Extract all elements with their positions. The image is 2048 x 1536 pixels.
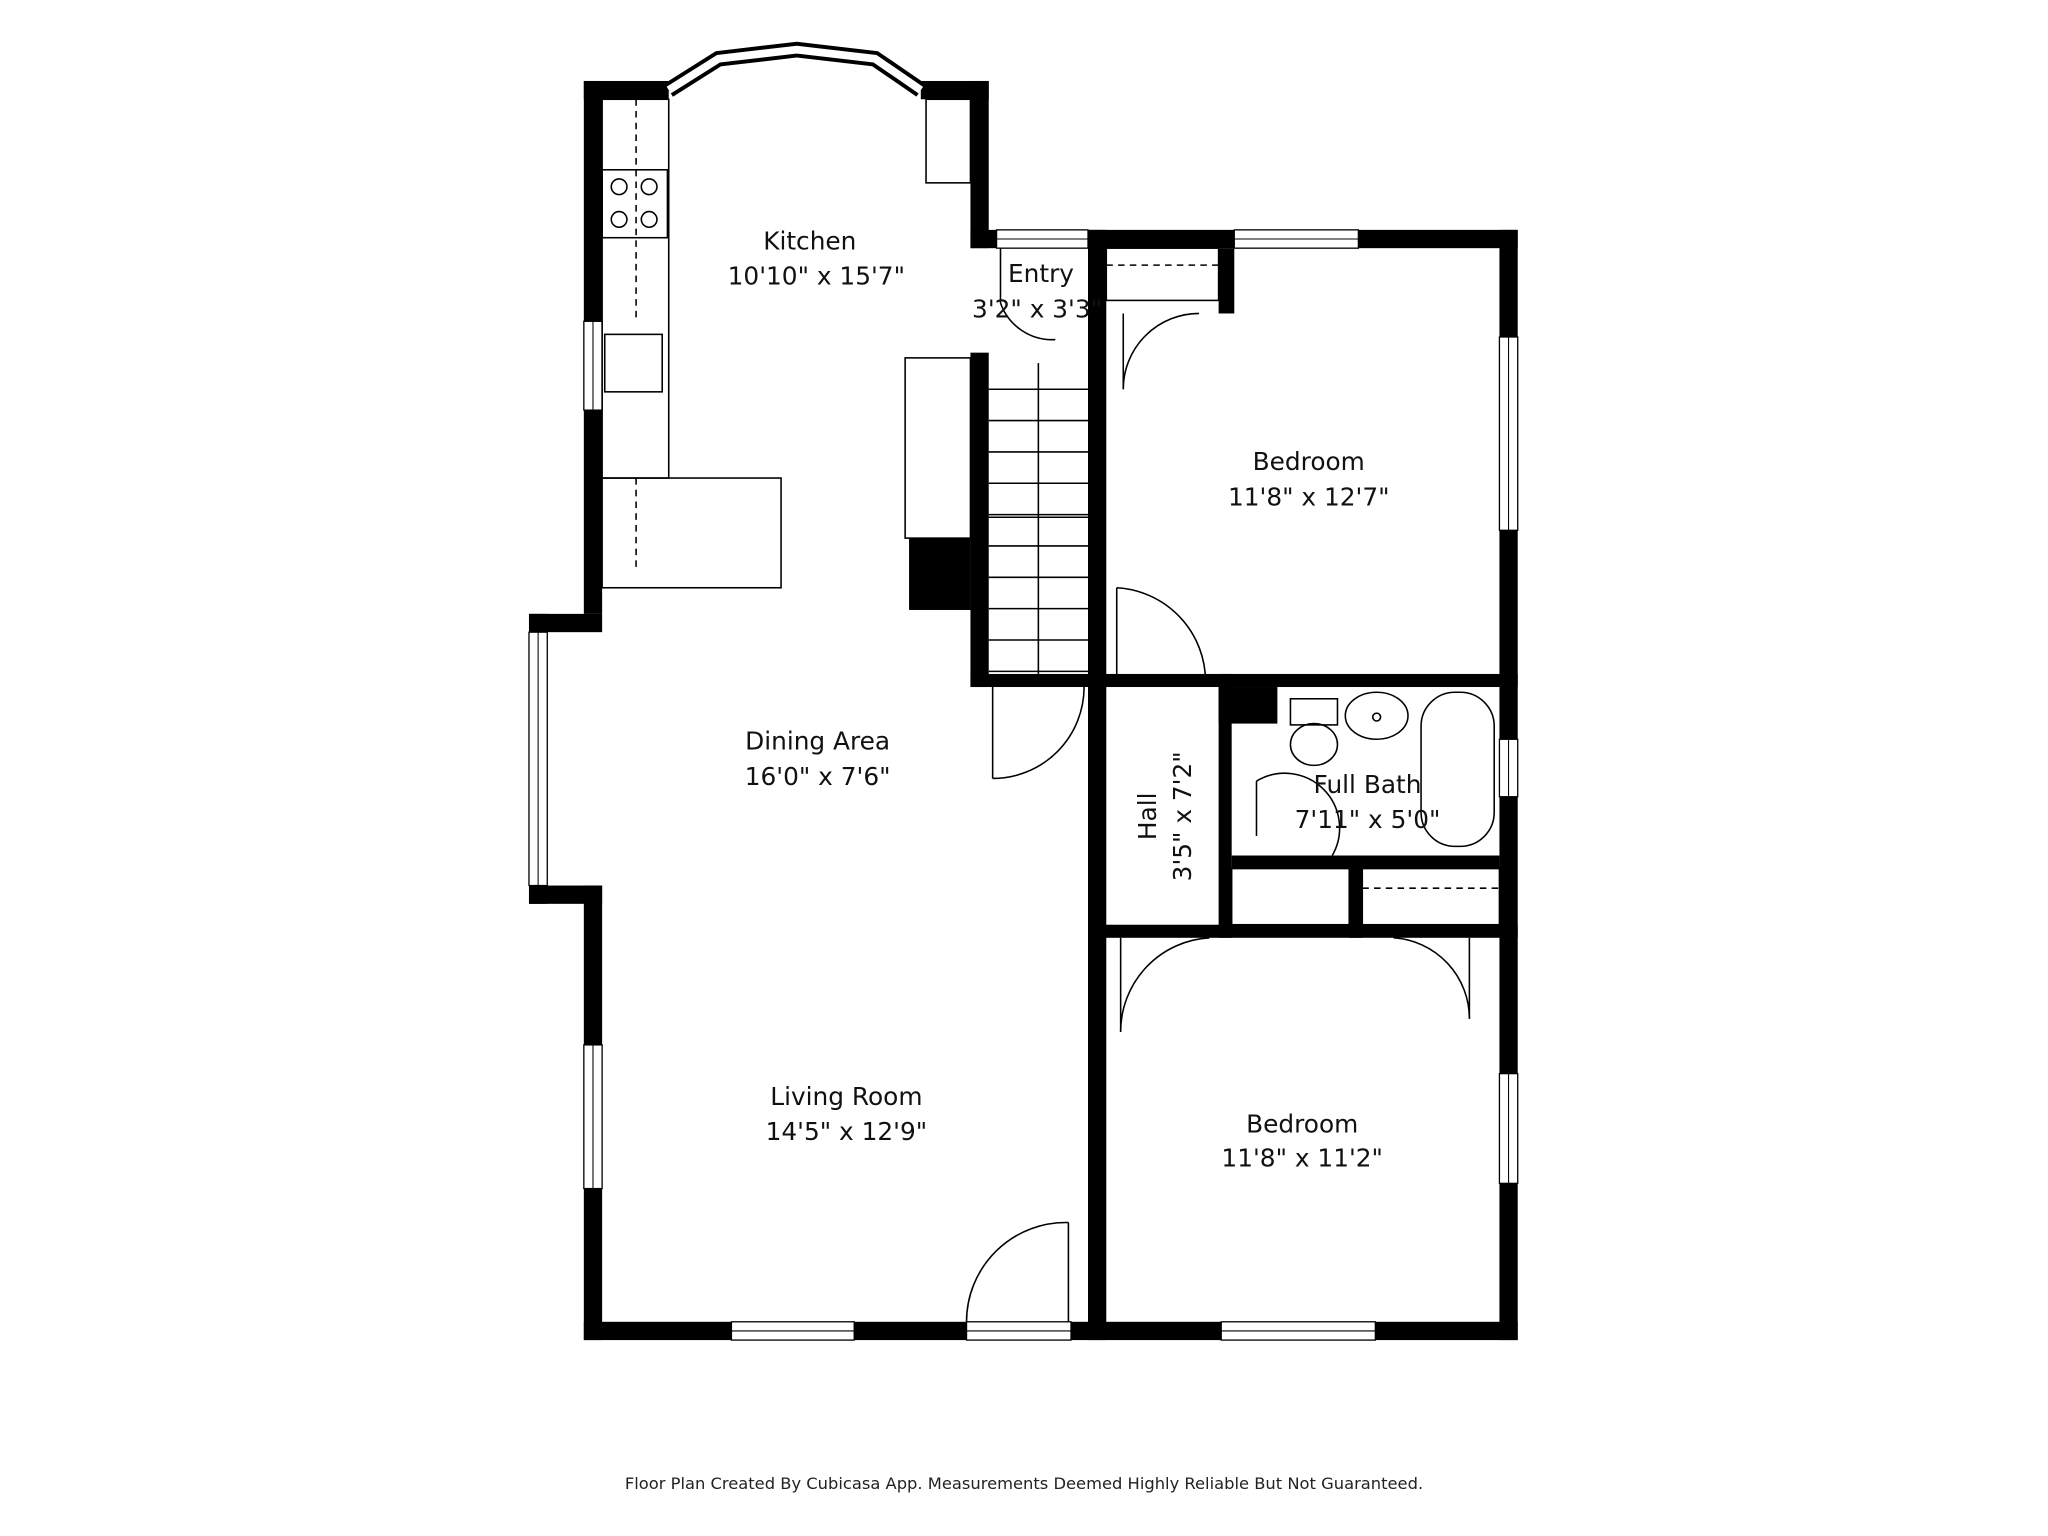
stove-burner-icon bbox=[610, 178, 628, 196]
footer-disclaimer: Floor Plan Created By Cubicasa App. Meas… bbox=[625, 1474, 1423, 1493]
stove-burner-icon bbox=[610, 210, 628, 229]
room-size-bedroom-1: 11'8" x 12'7" bbox=[1228, 482, 1390, 511]
wall bbox=[1231, 855, 1500, 869]
wall bbox=[583, 80, 669, 100]
bay-window-glass bbox=[666, 45, 924, 94]
room-size-living-room: 14'5" x 12'9" bbox=[766, 1117, 928, 1146]
room-size-kitchen: 10'10" x 15'7" bbox=[728, 262, 905, 291]
door-swing-arc bbox=[1119, 937, 1210, 1032]
wall bbox=[1101, 924, 1518, 938]
closet-shelf bbox=[1361, 867, 1501, 926]
wall bbox=[1218, 673, 1232, 938]
sink-drain bbox=[1371, 712, 1382, 722]
stove-burner-icon bbox=[640, 178, 658, 196]
wall bbox=[1088, 229, 1107, 1341]
door-swing-arc bbox=[965, 1221, 1069, 1322]
room-name-kitchen: Kitchen bbox=[763, 226, 856, 255]
bathtub bbox=[1420, 691, 1495, 848]
door-swing-arc bbox=[1256, 772, 1341, 856]
toilet-bowl bbox=[1289, 722, 1339, 767]
wall bbox=[970, 352, 989, 688]
room-size-dining-area: 16'0" x 7'6" bbox=[745, 762, 891, 791]
closet-shelf bbox=[1105, 247, 1220, 302]
counter-island bbox=[601, 477, 782, 589]
room-name-living-room: Living Room bbox=[770, 1082, 922, 1111]
door-swing-arc bbox=[1122, 312, 1200, 390]
walls bbox=[528, 41, 1519, 1341]
room-name-hall: Hall bbox=[1133, 793, 1162, 841]
toilet-tank bbox=[1289, 697, 1339, 726]
stove bbox=[601, 169, 669, 239]
room-name-bedroom-1: Bedroom bbox=[1253, 447, 1365, 476]
wall bbox=[909, 538, 971, 610]
sink bbox=[603, 333, 663, 393]
door-swing-arc bbox=[1393, 937, 1471, 1019]
bathroom-sink bbox=[1344, 691, 1409, 741]
room-size-hall: 3'5" x 7'2" bbox=[1168, 751, 1197, 881]
wall bbox=[970, 80, 989, 249]
door-swing-arc bbox=[999, 302, 1056, 341]
room-name-dining-area: Dining Area bbox=[745, 727, 890, 756]
door-swing-arc bbox=[992, 687, 1085, 780]
room-name-bedroom-2: Bedroom bbox=[1246, 1109, 1358, 1138]
cabinet bbox=[925, 98, 972, 184]
wall bbox=[1349, 855, 1363, 938]
closet-shelf bbox=[1230, 867, 1351, 926]
room-name-entry: Entry bbox=[1008, 259, 1074, 288]
refrigerator bbox=[904, 357, 972, 539]
room-size-full-bath: 7'11" x 5'0" bbox=[1295, 805, 1441, 834]
fixtures bbox=[601, 98, 1501, 1322]
room-name-full-bath: Full Bath bbox=[1314, 770, 1422, 799]
stove-burner-icon bbox=[640, 210, 658, 229]
room-size-bedroom-2: 11'8" x 11'2" bbox=[1221, 1143, 1383, 1172]
wall bbox=[1218, 687, 1278, 724]
wall bbox=[1218, 248, 1235, 314]
wall bbox=[970, 673, 1518, 688]
door-swing-arc bbox=[1116, 586, 1207, 682]
room-size-entry: 3'2" x 3'3" bbox=[972, 294, 1102, 323]
